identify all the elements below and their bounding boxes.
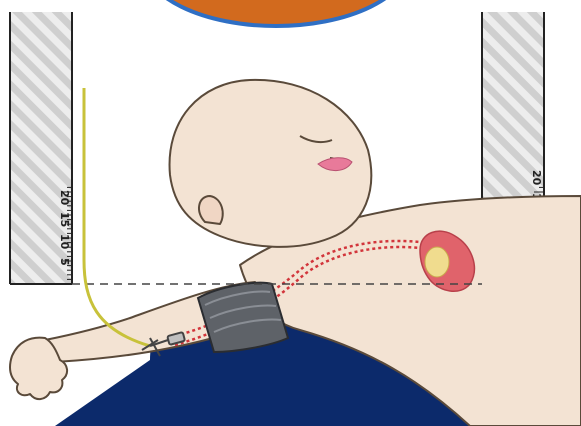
right-scale-label-20: 20 [530, 170, 543, 186]
left-scale-label-20: 20 [58, 190, 71, 206]
left-scale-label-10: 10 [58, 234, 71, 250]
left-scale-label-15: 15 [58, 212, 71, 227]
manometer-tube-icon [84, 88, 150, 346]
infant-ear [199, 196, 223, 224]
atrium-shape [425, 247, 449, 277]
left-scale-label-5: 5 [58, 258, 71, 266]
left-measuring-column: 20 15 10 5 [10, 12, 72, 284]
top-banner-shape [142, 0, 410, 26]
pressure-cuff-icon [198, 283, 288, 352]
